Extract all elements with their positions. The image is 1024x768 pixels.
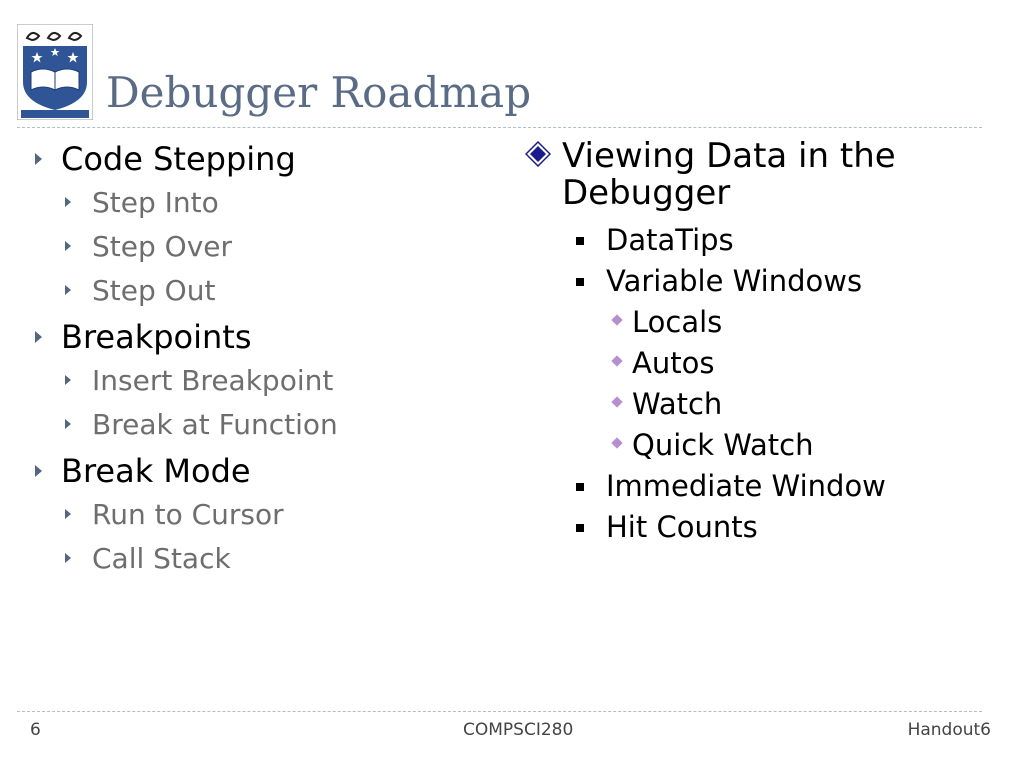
- diamond-small-bullet-icon: [611, 396, 623, 408]
- diamond-small-bullet-icon: [611, 314, 623, 326]
- square-bullet-icon: [576, 237, 584, 245]
- viewing-data-item: Immediate Window: [564, 466, 1002, 507]
- variable-window-item: Locals: [608, 302, 1002, 343]
- square-bullet-icon: [576, 524, 584, 532]
- course-code: COMPSCI280: [463, 720, 574, 740]
- subtopic-label: Break at Function: [92, 408, 338, 441]
- subtopic-list: Insert Breakpoint Break at Function: [61, 359, 493, 447]
- viewing-data-item: DataTips: [564, 220, 1002, 261]
- item-label: Watch: [632, 387, 723, 421]
- subtopic-item: Insert Breakpoint: [61, 359, 493, 403]
- triangle-bullet-icon: [65, 553, 71, 563]
- subtopic-label: Insert Breakpoint: [92, 364, 334, 397]
- footer-divider: [17, 711, 982, 712]
- section-heading: Viewing Data in the Debugger: [522, 138, 1002, 212]
- subtopic-label: Step Out: [92, 274, 216, 307]
- subtopic-label: Step Over: [92, 230, 232, 263]
- item-label: Autos: [632, 346, 715, 380]
- subtopic-label: Call Stack: [92, 542, 231, 575]
- subtopic-item: Step Over: [61, 225, 493, 269]
- subtopic-item: Step Into: [61, 181, 493, 225]
- item-label: DataTips: [606, 223, 734, 257]
- topic-label: Code Stepping: [61, 140, 296, 178]
- triangle-bullet-icon: [35, 331, 42, 343]
- university-crest-icon: [16, 23, 94, 121]
- viewing-data-item: Variable Windows Locals Autos Watch Quic…: [564, 261, 1002, 466]
- square-bullet-icon: [576, 278, 584, 286]
- triangle-bullet-icon: [35, 153, 42, 165]
- diamond-small-bullet-icon: [611, 355, 623, 367]
- topic-label: Break Mode: [61, 452, 251, 490]
- viewing-data-list: DataTips Variable Windows Locals Autos W…: [522, 220, 1002, 548]
- university-logo: [16, 23, 94, 121]
- variable-window-item: Autos: [608, 343, 1002, 384]
- subtopic-label: Step Into: [92, 186, 219, 219]
- triangle-bullet-icon: [65, 375, 71, 385]
- triangle-bullet-icon: [65, 419, 71, 429]
- viewing-data-item: Hit Counts: [564, 507, 1002, 548]
- subtopic-list: Step Into Step Over Step Out: [61, 181, 493, 313]
- square-bullet-icon: [576, 483, 584, 491]
- topic-code-stepping: Code Stepping Step Into Step Over Step O…: [33, 139, 493, 313]
- subtopic-item: Call Stack: [61, 537, 493, 581]
- triangle-bullet-icon: [35, 465, 42, 477]
- triangle-bullet-icon: [65, 285, 71, 295]
- item-label: Quick Watch: [632, 428, 814, 462]
- viewing-data-section: Viewing Data in the Debugger DataTips Va…: [522, 138, 1002, 548]
- topic-label: Breakpoints: [61, 318, 252, 356]
- topic-list: Code Stepping Step Into Step Over Step O…: [33, 139, 493, 585]
- triangle-bullet-icon: [65, 509, 71, 519]
- item-label: Hit Counts: [606, 510, 758, 544]
- title-divider: [17, 127, 982, 128]
- handout-label: Handout6: [907, 720, 991, 740]
- diamond-small-bullet-icon: [611, 437, 623, 449]
- subtopic-item: Step Out: [61, 269, 493, 313]
- triangle-bullet-icon: [65, 241, 71, 251]
- subtopic-list: Run to Cursor Call Stack: [61, 493, 493, 581]
- subtopic-item: Run to Cursor: [61, 493, 493, 537]
- item-label: Immediate Window: [606, 469, 886, 503]
- diamond-bullet-icon: [525, 141, 551, 167]
- slide-title: Debugger Roadmap: [106, 68, 532, 117]
- item-label: Locals: [632, 305, 723, 339]
- topic-break-mode: Break Mode Run to Cursor Call Stack: [33, 451, 493, 581]
- variable-window-item: Watch: [608, 384, 1002, 425]
- triangle-bullet-icon: [65, 197, 71, 207]
- variable-window-item: Quick Watch: [608, 425, 1002, 466]
- item-label: Variable Windows: [606, 264, 863, 298]
- subtopic-item: Break at Function: [61, 403, 493, 447]
- variable-windows-list: Locals Autos Watch Quick Watch: [606, 302, 1002, 466]
- section-heading-label: Viewing Data in the Debugger: [562, 136, 896, 213]
- page-number: 6: [30, 720, 41, 740]
- topic-breakpoints: Breakpoints Insert Breakpoint Break at F…: [33, 317, 493, 447]
- subtopic-label: Run to Cursor: [92, 498, 284, 531]
